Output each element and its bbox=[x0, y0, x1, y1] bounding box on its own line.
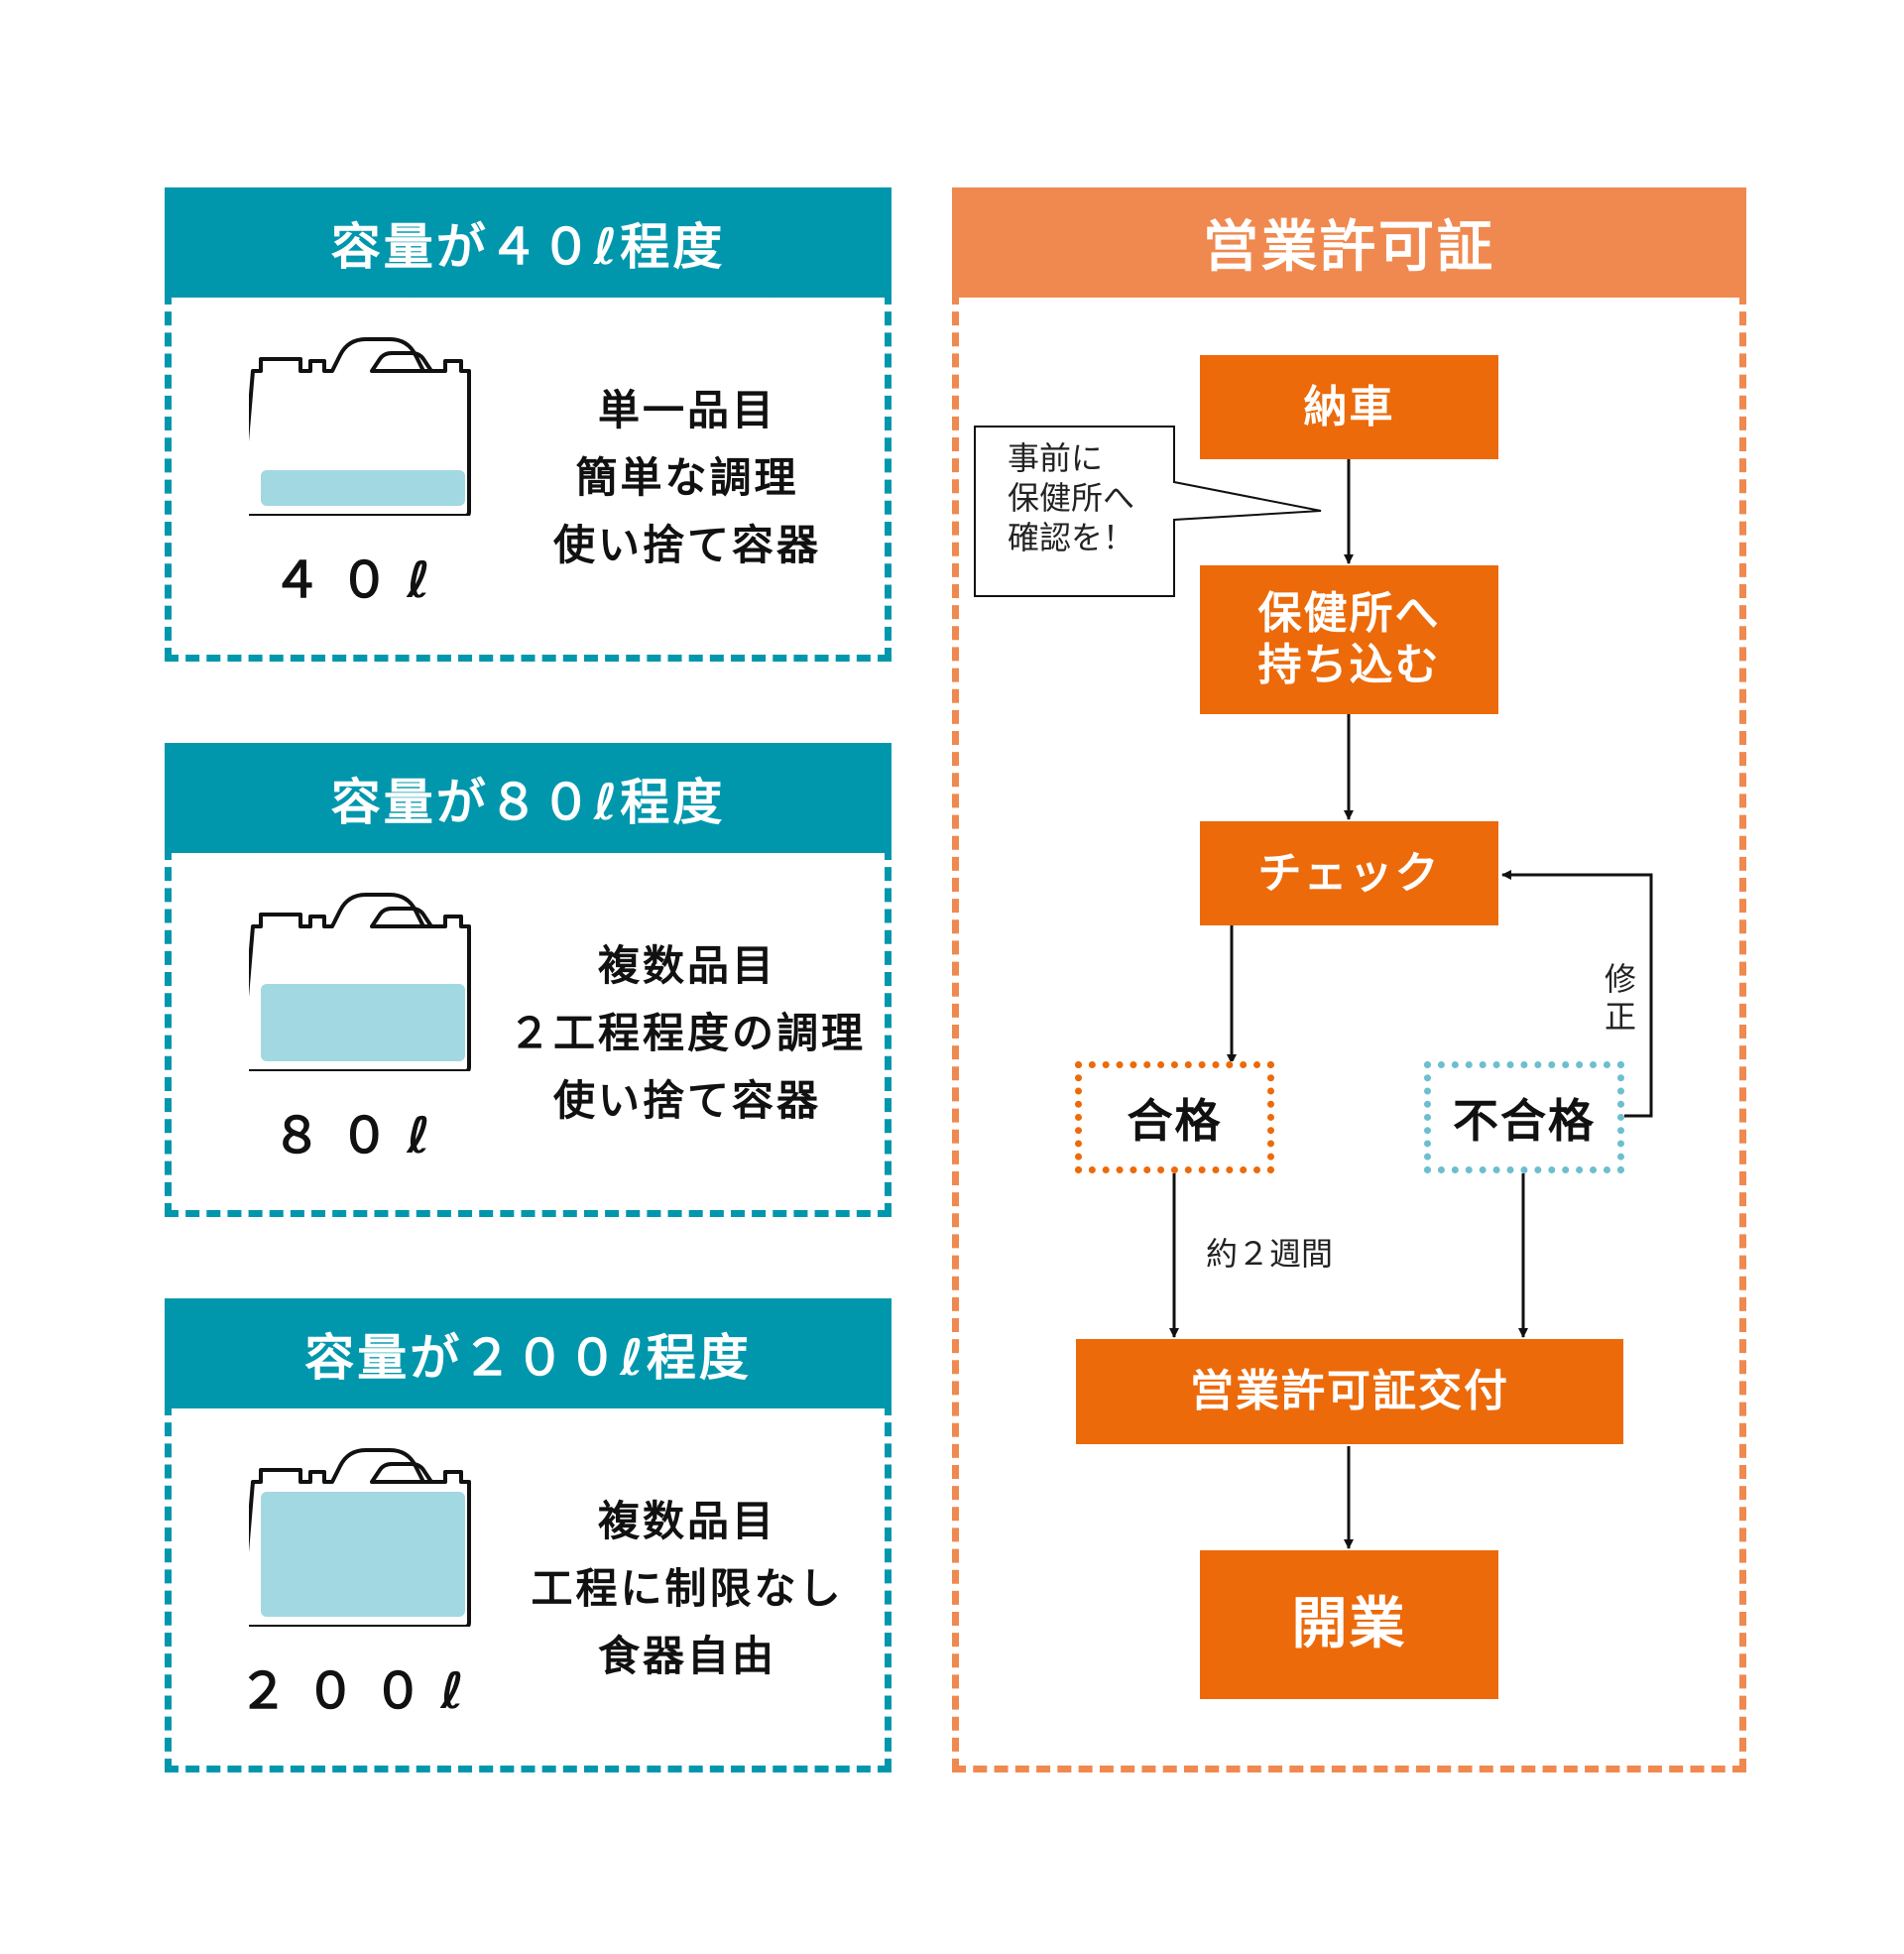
desc-line: 工程に制限なし bbox=[531, 1564, 844, 1613]
permit-panel: 営業許可証 bbox=[952, 187, 1746, 1772]
desc-line: 使い捨て容器 bbox=[552, 1076, 821, 1125]
result-pass: 合格 bbox=[1075, 1061, 1274, 1173]
tank-panel-title: 容量が２００ℓ程度 bbox=[165, 1298, 892, 1408]
step-line: 持ち込む bbox=[1257, 640, 1441, 690]
step-line: 保健所へ bbox=[1257, 588, 1441, 639]
result-fail: 不合格 bbox=[1424, 1061, 1624, 1173]
desc-line: 使い捨て容器 bbox=[552, 521, 821, 569]
step-issue-permit: 営業許可証交付 bbox=[1076, 1339, 1623, 1444]
fix-char: 修 bbox=[1604, 960, 1636, 998]
desc-line: 単一品目 bbox=[597, 386, 776, 434]
duration-label: 約２週間 bbox=[1206, 1235, 1334, 1273]
desc-line: 簡単な調理 bbox=[575, 453, 799, 502]
tank-volume: ８０ℓ bbox=[272, 1107, 448, 1164]
arrow-fail-to-check bbox=[1501, 870, 1653, 1118]
tank-panel-200: 容量が２００ℓ程度 ２００ℓ 複数品目 工程に制限なし 食器自由 bbox=[165, 1298, 892, 1772]
permit-panel-title: 営業許可証 bbox=[952, 187, 1746, 298]
tank-panel-body: ８０ℓ 複数品目 ２工程程度の調理 使い捨て容器 bbox=[165, 846, 892, 1217]
step-bring-to-health-center: 保健所へ 持ち込む bbox=[1200, 565, 1498, 714]
tank-description: 複数品目 工程に制限なし 食器自由 bbox=[499, 1488, 876, 1690]
desc-line: 複数品目 bbox=[597, 941, 776, 990]
tank-panel-80: 容量が８０ℓ程度 ８０ℓ 複数品目 ２工程程度の調理 使い捨て容器 bbox=[165, 743, 892, 1217]
tank-volume: ２００ℓ bbox=[238, 1662, 482, 1720]
fix-char: 正 bbox=[1604, 998, 1636, 1036]
callout-line: 確認を！ bbox=[1008, 519, 1135, 556]
step-open-business: 開業 bbox=[1200, 1550, 1498, 1699]
tank-panel-body: ２００ℓ 複数品目 工程に制限なし 食器自由 bbox=[165, 1402, 892, 1772]
desc-line: ２工程程度の調理 bbox=[508, 1009, 866, 1057]
tank-liquid bbox=[261, 470, 465, 506]
callout-line: 事前に bbox=[1008, 439, 1104, 477]
water-tank-icon bbox=[249, 893, 471, 1071]
desc-line: 食器自由 bbox=[597, 1632, 776, 1680]
permit-panel-body bbox=[952, 291, 1746, 1772]
tank-panel-40: 容量が４０ℓ程度 ４０ℓ 単一品目 簡単な調理 使い捨て容器 bbox=[165, 187, 892, 662]
water-tank-icon bbox=[249, 1448, 471, 1627]
tank-panel-title: 容量が４０ℓ程度 bbox=[165, 187, 892, 298]
fix-label: 修 正 bbox=[1601, 960, 1640, 1036]
callout-bubble bbox=[974, 426, 1322, 597]
tank-liquid bbox=[261, 984, 465, 1061]
desc-line: 複数品目 bbox=[597, 1497, 776, 1545]
step-delivery: 納車 bbox=[1200, 355, 1498, 459]
step-check: チェック bbox=[1200, 821, 1498, 925]
callout-line: 保健所へ bbox=[1008, 479, 1135, 517]
tank-panel-body: ４０ℓ 単一品目 簡単な調理 使い捨て容器 bbox=[165, 291, 892, 662]
water-tank-icon bbox=[249, 337, 471, 516]
tank-description: 複数品目 ２工程程度の調理 使い捨て容器 bbox=[499, 932, 876, 1135]
tank-panel-title: 容量が８０ℓ程度 bbox=[165, 743, 892, 853]
callout-text: 事前に 保健所へ 確認を！ bbox=[1008, 438, 1176, 557]
tank-description: 単一品目 簡単な調理 使い捨て容器 bbox=[499, 377, 876, 579]
tank-volume: ４０ℓ bbox=[272, 551, 448, 609]
tank-liquid bbox=[261, 1492, 465, 1617]
